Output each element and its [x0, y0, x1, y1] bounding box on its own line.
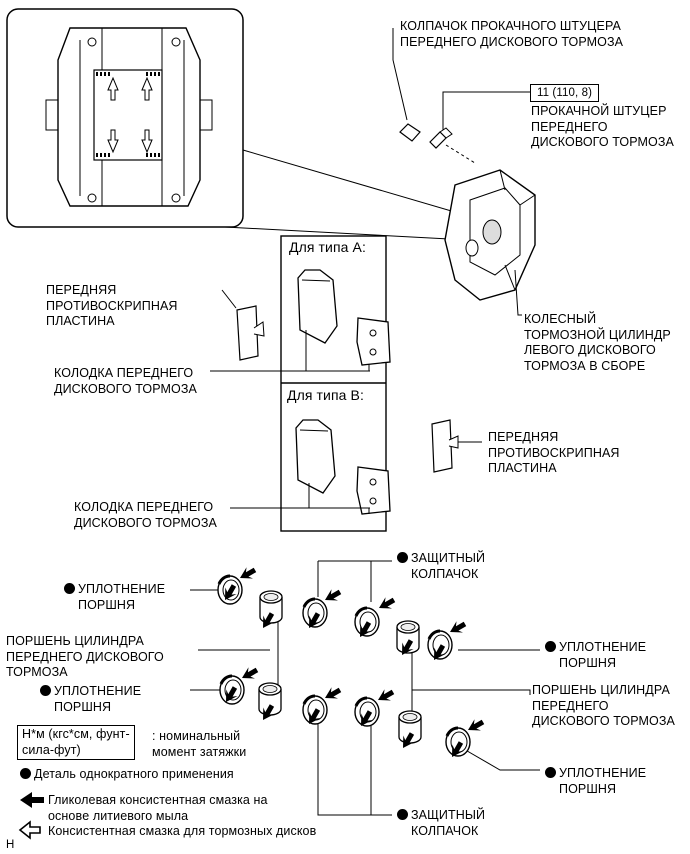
non-reusable-dot-icon: [20, 768, 31, 779]
legend-grease-white: Консистентная смазка для тормозных диско…: [48, 824, 317, 838]
brake-pad-type-a: [210, 269, 391, 372]
piston-seal-label-ml: УПЛОТНЕНИЕ ПОРШНЯ: [40, 684, 141, 715]
legend-non-reusable: Деталь однократного применения: [20, 767, 234, 783]
bleeder-cap-label: КОЛПАЧОК ПРОКАЧНОГО ШТУЦЕРА ПЕРЕДНЕГО ДИ…: [400, 19, 624, 49]
legend-grease-black: Гликолевая консистентная смазка на основ…: [48, 793, 268, 823]
non-reusable-dot-icon: [397, 809, 408, 820]
legend-torque-box: Н*м (кгс*см, фунт- сила-фут): [17, 725, 135, 760]
bleeder-cap-part: [392, 28, 421, 142]
brake-pad-type-b: [230, 419, 391, 515]
non-reusable-dot-icon: [545, 767, 556, 778]
piston-label-left: ПОРШЕНЬ ЦИЛИНДРА ПЕРЕДНЕГО ДИСКОВОГО ТОР…: [6, 634, 164, 679]
anti-squeal-shim-left: [221, 289, 265, 361]
pad-label-a: КОЛОДКА ПЕРЕДНЕГО ДИСКОВОГО ТОРМОЗА: [54, 366, 197, 396]
dust-boot-label-top: ЗАЩИТНЫЙ КОЛПАЧОК: [397, 551, 485, 582]
legend-torque-desc: : номинальный момент затяжки: [152, 729, 247, 759]
anti-squeal-shim-right: [431, 419, 482, 473]
caliper-assembly-part: [444, 169, 536, 316]
anti-squeal-label-left: ПЕРЕДНЯЯ ПРОТИВОСКРИПНАЯ ПЛАСТИНА: [46, 283, 178, 328]
bleeder-plug-part: [429, 91, 530, 164]
grease-arrows: [219, 564, 487, 761]
anti-squeal-label-right: ПЕРЕДНЯЯ ПРОТИВОСКРИПНАЯ ПЛАСТИНА: [488, 430, 620, 475]
piston-seal-label-tl: УПЛОТНЕНИЕ ПОРШНЯ: [64, 582, 165, 613]
torque-value-box: 11 (110, 8): [530, 84, 600, 102]
piston-seals-and-boots: [216, 574, 472, 758]
non-reusable-dot-icon: [64, 583, 75, 594]
caliper-assembly-label: КОЛЕСНЫЙ ТОРМОЗНОЙ ЦИЛИНДР ЛЕВОГО ДИСКОВ…: [524, 312, 671, 373]
legend-icons: [19, 792, 44, 839]
dust-boot-label-bottom: ЗАЩИТНЫЙ КОЛПАЧОК: [397, 808, 485, 839]
non-reusable-dot-icon: [40, 685, 51, 696]
type-a-label: Для типа A:: [289, 239, 366, 255]
piston-seal-label-tr: УПЛОТНЕНИЕ ПОРШНЯ: [545, 640, 646, 671]
pad-label-b: КОЛОДКА ПЕРЕДНЕГО ДИСКОВОГО ТОРМОЗА: [74, 500, 217, 530]
non-reusable-dot-icon: [397, 552, 408, 563]
non-reusable-dot-icon: [545, 641, 556, 652]
inset-caliper-view: [6, 8, 244, 228]
piston-seal-label-br: УПЛОТНЕНИЕ ПОРШНЯ: [545, 766, 646, 797]
piston-label-right: ПОРШЕНЬ ЦИЛИНДРА ПЕРЕДНЕГО ДИСКОВОГО ТОР…: [532, 683, 675, 728]
cylinder-pistons: [258, 590, 422, 744]
bleeder-plug-label: ПРОКАЧНОЙ ШТУЦЕР ПЕРЕДНЕГО ДИСКОВОГО ТОР…: [531, 104, 674, 149]
corner-mark: H: [6, 839, 15, 851]
type-b-label: Для типа B:: [287, 387, 364, 403]
